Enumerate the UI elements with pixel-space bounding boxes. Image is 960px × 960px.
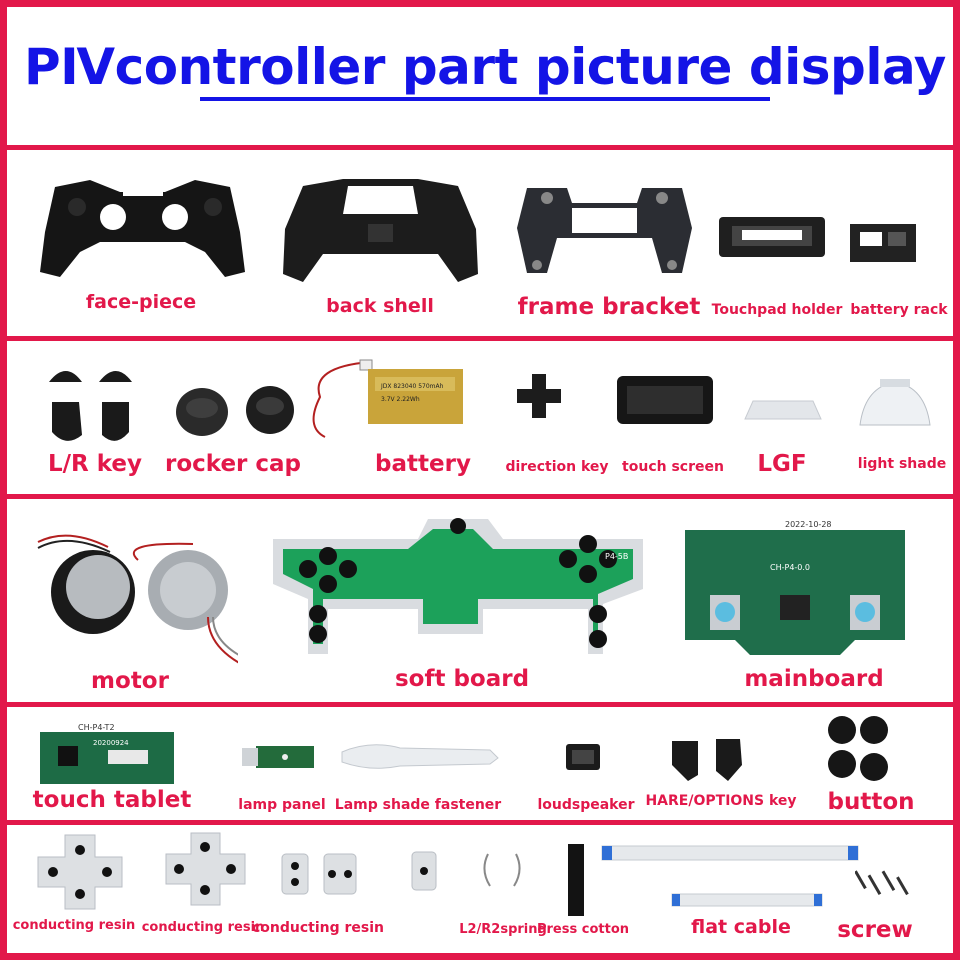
label-conducting-resin-3: conducting resin [251, 920, 385, 936]
press-cotton-image [566, 842, 586, 918]
label-rocker-cap: rocker cap [164, 451, 302, 477]
mainboard-date: 2022-10-28 [785, 520, 832, 529]
label-lamp-panel: lamp panel [238, 797, 326, 813]
battery-rack-image [848, 220, 918, 265]
label-direction-key: direction key [505, 459, 609, 475]
label-soft-board: soft board [394, 666, 530, 692]
label-light-shade: light shade [857, 456, 947, 472]
mainboard-model: CH-P4-0.0 [770, 563, 810, 572]
touch-tablet-model: CH-P4-T2 [78, 723, 115, 732]
label-face-piece: face-piece [85, 291, 197, 313]
screw-image [855, 866, 920, 906]
direction-key-image [515, 372, 563, 420]
flat-cable-image [600, 838, 862, 920]
touch-screen-image [615, 374, 715, 426]
face-piece-image [35, 172, 250, 287]
label-conducting-resin-1: conducting resin [12, 918, 136, 933]
rocker-cap-image [172, 380, 297, 440]
label-share-options-key: HARE/OPTIONS key [645, 793, 797, 809]
lr-key-image [44, 360, 139, 445]
label-l2r2-spring: L2/R2spring [459, 922, 547, 937]
conducting-resin-2-image [163, 830, 248, 908]
conducting-resin-4-image [410, 850, 438, 892]
touchpad-holder-image [717, 212, 827, 262]
label-battery: battery [375, 451, 471, 477]
soft-board-image: P4-5B [268, 514, 653, 664]
divider-4 [0, 702, 960, 707]
l2r2-spring-image [480, 852, 525, 888]
lamp-panel-image [240, 732, 318, 782]
title-underline [200, 97, 770, 101]
label-button: button [827, 789, 915, 815]
label-touch-tablet: touch tablet [32, 787, 192, 813]
conducting-resin-3-image [280, 850, 360, 898]
divider-1 [0, 145, 960, 150]
label-screw: screw [837, 917, 913, 943]
lgf-image [743, 397, 823, 423]
label-loudspeaker: loudspeaker [537, 797, 635, 813]
label-lamp-shade-fastener: Lamp shade fastener [334, 797, 502, 813]
battery-image: JDX 823040 570mAh 3.7V 2.22Wh [295, 357, 470, 447]
label-flat-cable: flat cable [691, 916, 791, 938]
label-touchpad-holder: Touchpad holder [711, 302, 843, 318]
motor-image [28, 522, 238, 682]
label-mainboard: mainboard [744, 666, 884, 692]
label-motor: motor [91, 668, 169, 694]
conducting-resin-1-image [35, 832, 125, 912]
label-touch-screen: touch screen [622, 459, 724, 475]
lamp-shade-fastener-image [340, 740, 500, 772]
battery-printed-label-2: 3.7V 2.22Wh [381, 396, 420, 403]
label-lr-key: L/R key [47, 451, 143, 477]
loudspeaker-image [564, 742, 602, 772]
label-frame-bracket: frame bracket [517, 294, 701, 320]
touch-tablet-date: 20200924 [93, 739, 129, 747]
mainboard-image: 2022-10-28 CH-P4-0.0 [680, 515, 910, 660]
page-title: PⅣcontroller part picture display [24, 38, 946, 96]
share-options-key-image [668, 735, 758, 785]
label-conducting-resin-2: conducting resin [141, 920, 265, 935]
light-shade-image [855, 377, 935, 432]
soft-board-mark: P4-5B [605, 552, 628, 561]
divider-2 [0, 336, 960, 341]
frame-bracket-image [512, 183, 697, 278]
label-back-shell: back shell [326, 295, 434, 317]
button-image [822, 712, 897, 787]
battery-printed-label: JDX 823040 570mAh [380, 383, 444, 390]
label-battery-rack: battery rack [850, 302, 948, 318]
label-press-cotton: Press cotton [536, 922, 630, 937]
label-lgf: LGF [757, 451, 807, 477]
divider-5 [0, 820, 960, 825]
divider-3 [0, 494, 960, 499]
touch-tablet-image: CH-P4-T2 20200924 [38, 720, 178, 788]
back-shell-image [278, 174, 483, 289]
